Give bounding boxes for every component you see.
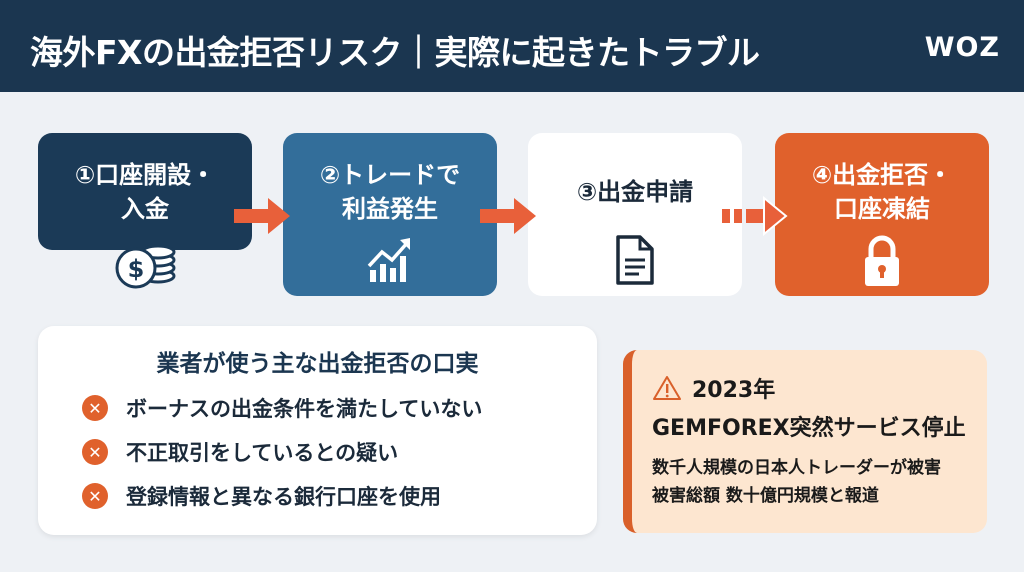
reason-item: ✕ ボーナスの出金条件を満たしていない <box>82 394 597 422</box>
header: 海外FXの出金拒否リスク｜実際に起きたトラブル WOZ <box>0 0 1024 92</box>
incident-detail: 数千人規模の日本人トレーダーが被害 <box>652 458 941 478</box>
x-icon: ✕ <box>82 395 108 421</box>
warning-icon <box>653 376 681 400</box>
step-account-opening: ①口座開設・ 入金 <box>38 133 252 250</box>
svg-text:$: $ <box>128 255 145 283</box>
dashed-arrow-right-icon <box>722 196 788 236</box>
reason-text: 登録情報と異なる銀行口座を使用 <box>126 485 441 509</box>
reasons-title: 業者が使う主な出金拒否の口実 <box>156 351 479 377</box>
arrow-right-icon <box>480 198 536 234</box>
step-withdrawal-request: ③出金申請 <box>528 133 742 296</box>
arrow-right-icon <box>234 198 290 234</box>
step-label: ①口座開設・ 入金 <box>74 161 216 223</box>
logo: WOZ <box>924 32 1000 63</box>
incident-alert-card: 2023年 GEMFOREX突然サービス停止 数千人規模の日本人トレーダーが被害… <box>623 350 987 533</box>
incident-year: 2023年 <box>692 378 776 403</box>
lock-icon <box>865 235 899 286</box>
document-icon <box>616 235 654 285</box>
coins-icon: $ <box>115 244 176 289</box>
step-label: ②トレードで 利益発生 <box>319 161 461 223</box>
incident-detail: 被害総額 数十億円規模と報道 <box>652 486 879 506</box>
reason-item: ✕ 登録情報と異なる銀行口座を使用 <box>82 482 597 510</box>
x-icon: ✕ <box>82 483 108 509</box>
reason-item: ✕ 不正取引をしているとの疑い <box>82 438 597 466</box>
refusal-reasons-card: 業者が使う主な出金拒否の口実 ✕ ボーナスの出金条件を満たしていない ✕ 不正取引を… <box>38 326 597 535</box>
x-icon: ✕ <box>82 439 108 465</box>
step-label: ③出金申請 <box>576 178 694 206</box>
reason-text: 不正取引をしているとの疑い <box>126 441 399 465</box>
incident-event: GEMFOREX突然サービス停止 <box>652 416 966 441</box>
chart-up-icon <box>367 238 410 282</box>
step-label: ④出金拒否・ 口座凍結 <box>811 161 953 223</box>
reason-text: ボーナスの出金条件を満たしていない <box>126 397 483 421</box>
page-title: 海外FXの出金拒否リスク｜実際に起きたトラブル <box>30 33 760 72</box>
